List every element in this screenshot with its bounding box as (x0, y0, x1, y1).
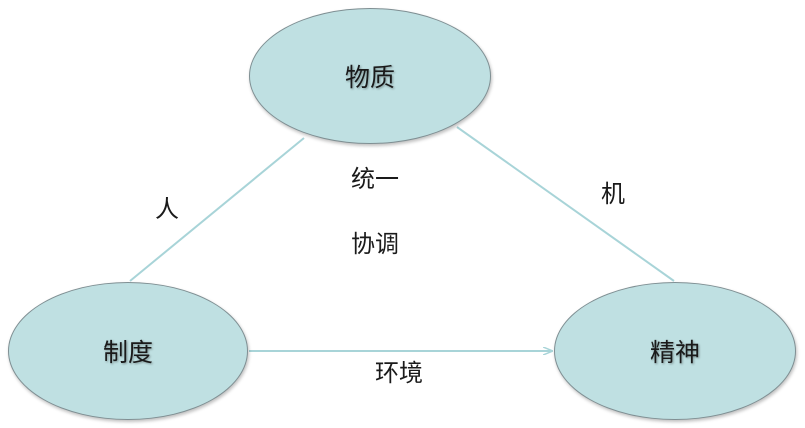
connector-top-left (129, 137, 305, 282)
node-material-label: 物质 (344, 63, 395, 92)
node-system: 制度 (8, 282, 248, 420)
node-material: 物质 (249, 8, 491, 144)
center-label-coordination: 协调 (351, 230, 399, 258)
node-spirit-label: 精神 (649, 338, 700, 367)
edge-label-person: 人 (155, 195, 179, 223)
edge-label-environment: 环境 (375, 359, 423, 387)
edge-label-machine: 机 (601, 180, 625, 208)
connector-top-right (456, 126, 675, 282)
center-label-unity: 统一 (351, 165, 399, 193)
node-system-label: 制度 (102, 338, 153, 367)
node-spirit: 精神 (554, 282, 796, 420)
